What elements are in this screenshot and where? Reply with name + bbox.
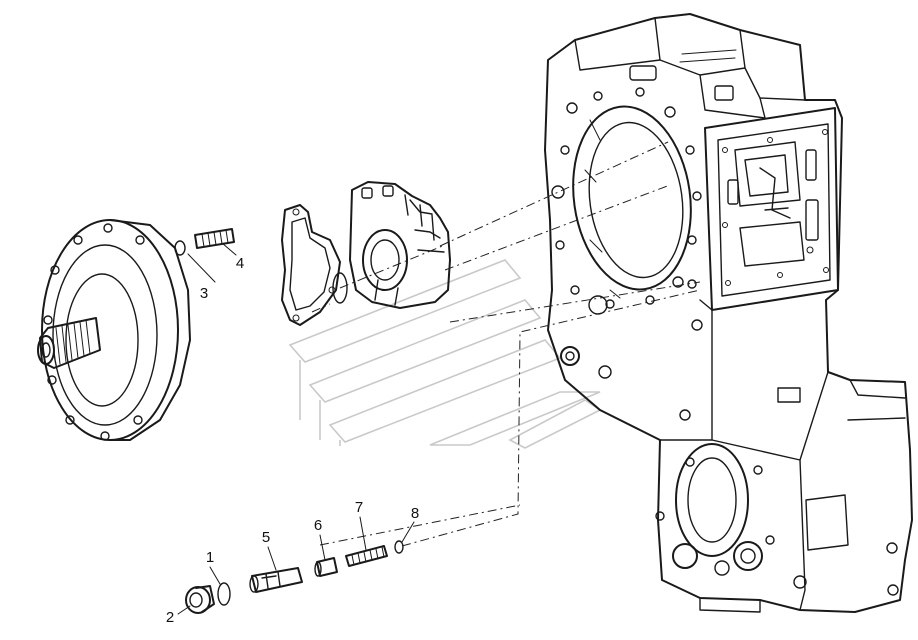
part-plug-2: [185, 585, 215, 614]
pump-housing: [281, 181, 451, 326]
callout-1: 1: [206, 549, 214, 566]
transmission-housing: [544, 13, 913, 613]
assembly-lines: [311, 141, 701, 547]
watermark-logo: [288, 259, 602, 449]
part-spring-7: [345, 545, 388, 567]
callout-6: 6: [314, 517, 322, 534]
callout-7: 7: [355, 499, 363, 516]
callout-8: 8: [411, 505, 419, 522]
part-pin-4: [194, 228, 235, 249]
part-o-ring-3: [174, 240, 186, 256]
callout-4: 4: [236, 255, 244, 272]
callout-3: 3: [200, 285, 208, 302]
part-o-ring-1: [217, 582, 231, 606]
part-sleeve-6: [314, 557, 338, 577]
leader-lines: [177, 242, 415, 615]
part-washer-8: [394, 540, 404, 554]
callout-2: 2: [166, 609, 174, 626]
callout-5: 5: [262, 529, 270, 546]
part-valve-spool-5: [249, 567, 303, 593]
input-flange-assembly: [37, 219, 191, 441]
